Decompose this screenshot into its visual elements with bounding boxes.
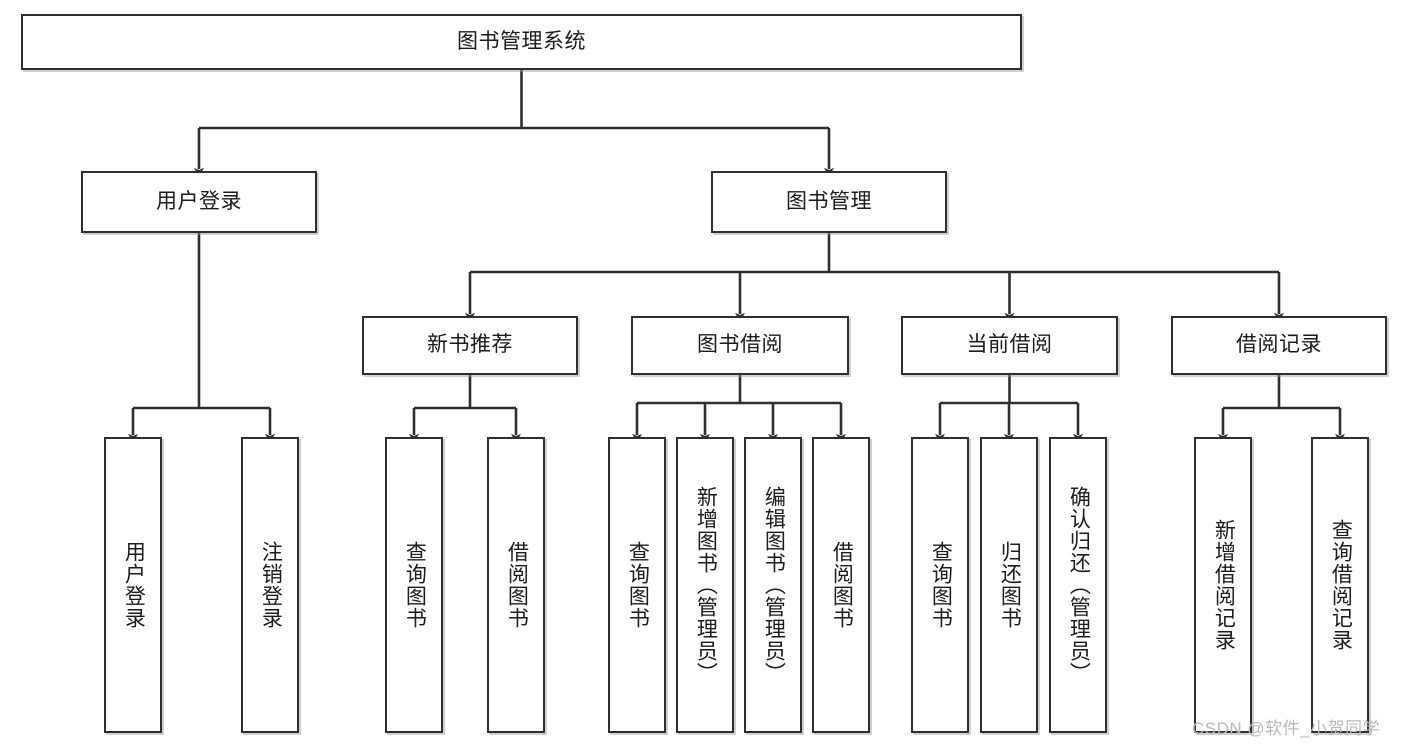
node-label: 用户登录 (156, 189, 242, 213)
node-label: 借阅图书 (830, 541, 854, 629)
node-label: 新书推荐 (427, 333, 513, 357)
node-leaf-return-book[interactable]: 归还图书 (980, 437, 1038, 733)
node-label: 查询图书 (626, 541, 650, 629)
node-borrow-record[interactable]: 借阅记录 (1171, 316, 1387, 375)
node-label: 图书管理系统 (457, 29, 586, 53)
node-leaf-query-book-2[interactable]: 查询图书 (608, 437, 666, 733)
node-label: 借阅记录 (1236, 333, 1322, 357)
node-label: 归还图书 (998, 541, 1022, 629)
node-leaf-query-record[interactable]: 查询借阅记录 (1311, 437, 1369, 733)
node-label: 查询图书 (929, 541, 953, 629)
node-leaf-logout[interactable]: 注销登录 (241, 437, 299, 733)
node-leaf-edit-book[interactable]: 编辑图书（管理员） (744, 437, 802, 733)
node-label: 新增图书（管理员） (694, 486, 718, 684)
node-leaf-add-book[interactable]: 新增图书（管理员） (676, 437, 734, 733)
node-root[interactable]: 图书管理系统 (21, 14, 1022, 70)
node-leaf-borrow-book-2[interactable]: 借阅图书 (812, 437, 870, 733)
node-label: 借阅图书 (505, 541, 529, 629)
node-current-borrow[interactable]: 当前借阅 (901, 316, 1118, 375)
node-label: 查询借阅记录 (1329, 519, 1353, 651)
node-label: 当前借阅 (966, 333, 1053, 357)
node-leaf-add-record[interactable]: 新增借阅记录 (1194, 437, 1252, 733)
node-label: 查询图书 (403, 541, 427, 629)
node-leaf-borrow-book-1[interactable]: 借阅图书 (487, 437, 545, 733)
node-new-book-rec[interactable]: 新书推荐 (362, 316, 578, 375)
node-book-borrow[interactable]: 图书借阅 (631, 316, 849, 375)
node-label: 注销登录 (259, 541, 283, 629)
node-label: 图书借阅 (697, 333, 783, 357)
node-user-login[interactable]: 用户登录 (81, 171, 317, 233)
node-label: 图书管理 (786, 189, 872, 213)
watermark: CSDN @软件_小贺同学 (1192, 719, 1381, 738)
node-leaf-query-book-3[interactable]: 查询图书 (911, 437, 969, 733)
node-label: 确认归还（管理员） (1067, 486, 1091, 684)
node-leaf-user-login[interactable]: 用户登录 (104, 437, 162, 733)
node-label: 编辑图书（管理员） (762, 486, 786, 684)
node-label: 用户登录 (122, 541, 146, 629)
node-label: 新增借阅记录 (1212, 519, 1236, 651)
node-leaf-confirm-return[interactable]: 确认归还（管理员） (1049, 437, 1107, 733)
node-leaf-query-book-1[interactable]: 查询图书 (385, 437, 443, 733)
node-book-manage[interactable]: 图书管理 (711, 171, 947, 233)
